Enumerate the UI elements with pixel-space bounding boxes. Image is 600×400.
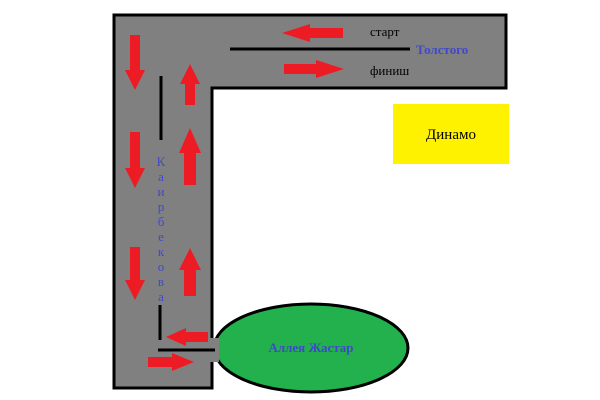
street-letter: в [158,274,164,289]
arrow-up-icon [180,64,200,105]
arrow-up-icon [179,248,201,296]
arrow-left-icon [166,328,208,346]
street-letter: е [158,229,164,244]
street-letter: б [158,214,165,229]
stadium-label: Динамо [426,127,476,143]
street-letter: а [158,169,164,184]
arrow-down-icon [125,247,145,300]
arrow-right-icon [284,60,344,78]
finish-label: финиш [370,63,409,78]
street-letter: и [158,184,165,199]
start-label: старт [370,24,400,39]
street-letter: р [158,199,165,214]
arrow-left-icon [282,24,343,42]
park-label: Аллея Жастар [268,340,353,355]
arrow-right-icon [148,353,194,371]
road [112,13,508,390]
street-label-kairbekova: К а и р б е к о в а [157,154,166,304]
street-letter: к [158,244,165,259]
stadium-dinamo [393,104,509,164]
direction-arrows [125,24,344,371]
arrow-up-icon [179,128,201,185]
street-letter: а [158,289,164,304]
arrow-down-icon [125,132,145,188]
lane-dividers [158,47,410,352]
street-letter: о [158,259,165,274]
street-letter: К [157,154,166,169]
street-label-tolstogo: Толстого [416,42,468,57]
arrow-down-icon [125,35,145,90]
